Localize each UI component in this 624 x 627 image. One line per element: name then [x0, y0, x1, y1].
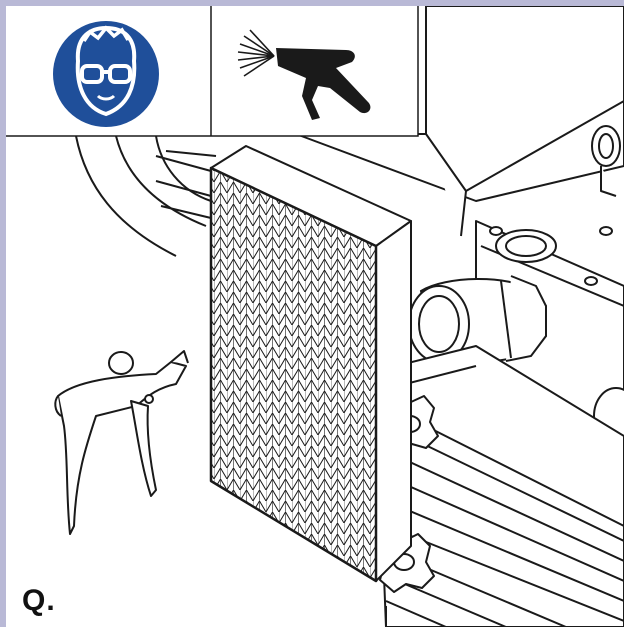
air-blow-gun: [54, 350, 189, 535]
safety-goggles-icon: [53, 21, 159, 127]
illustration-frame: Q.: [6, 6, 624, 627]
pipe-fitting: [408, 275, 547, 363]
motor-housing: [75, 135, 217, 257]
filter-element: [209, 145, 412, 583]
maintenance-illustration: [6, 6, 624, 627]
step-label: Q.: [22, 584, 56, 617]
air-blow-gun-icon: [237, 29, 371, 120]
